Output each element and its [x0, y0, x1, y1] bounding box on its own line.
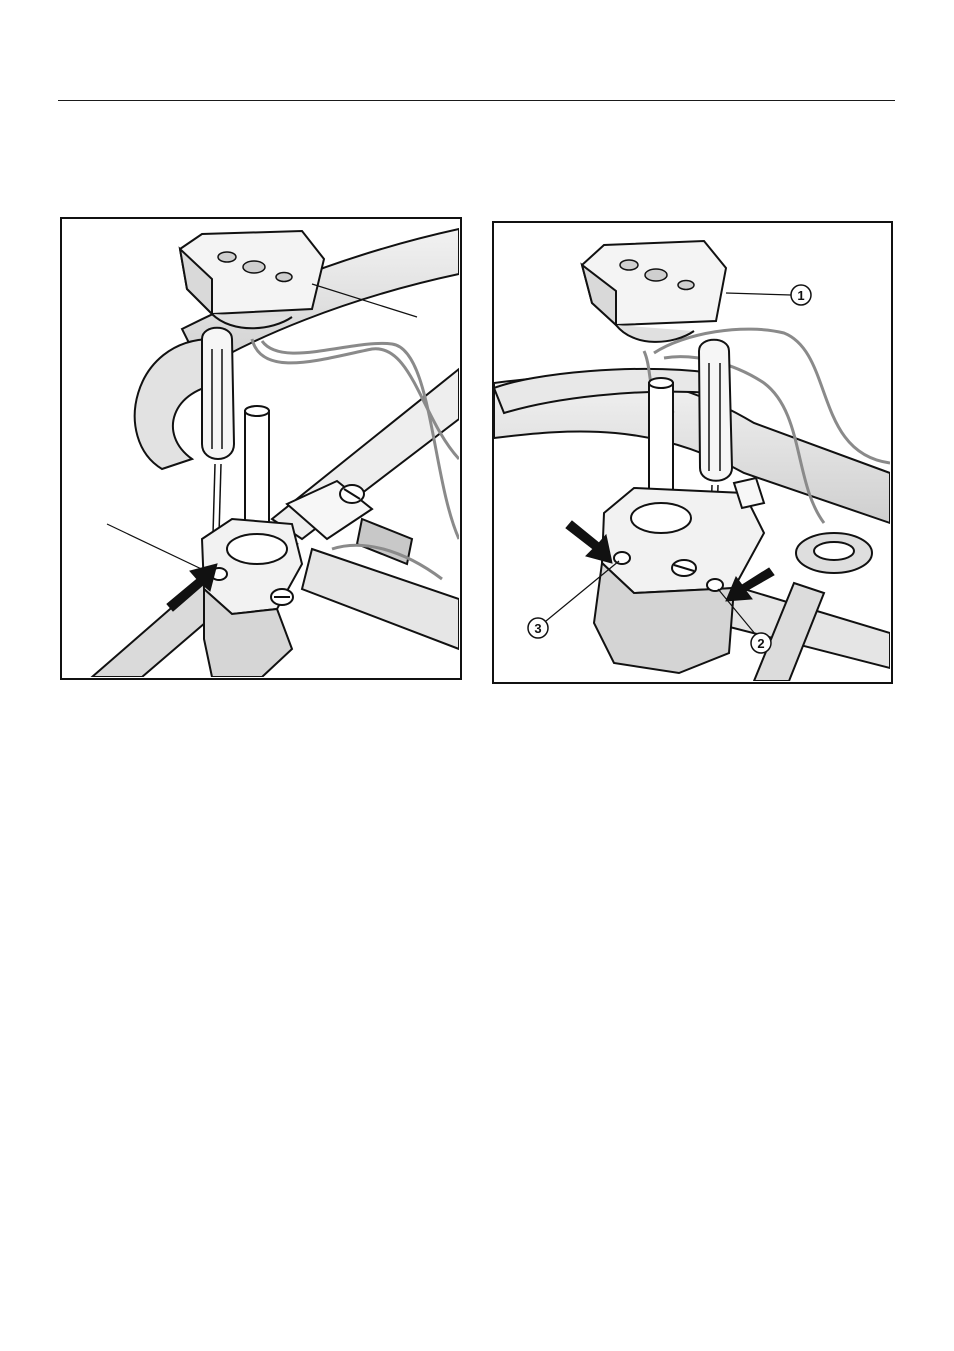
figure-right-illustration: 1 2 3: [494, 223, 890, 681]
ring: [796, 533, 872, 573]
callout-1: 1: [791, 285, 811, 305]
callout-3: 3: [528, 618, 548, 638]
base-housing: [202, 519, 302, 677]
figure-left-illustration: [62, 219, 459, 677]
terminal-block: [582, 241, 726, 342]
leader-line-left-lower: [107, 524, 212, 574]
rail-right-bar: [302, 549, 459, 649]
figure-left: [60, 217, 462, 680]
figure-right: 1 2 3: [492, 221, 893, 684]
callout-1-label: 1: [797, 288, 804, 303]
callout-2-label: 2: [757, 636, 764, 651]
header-rule: [58, 100, 895, 101]
base-housing: [594, 478, 764, 673]
leader-line-1: [726, 293, 791, 295]
callout-2: 2: [751, 633, 771, 653]
callout-3-label: 3: [534, 621, 541, 636]
